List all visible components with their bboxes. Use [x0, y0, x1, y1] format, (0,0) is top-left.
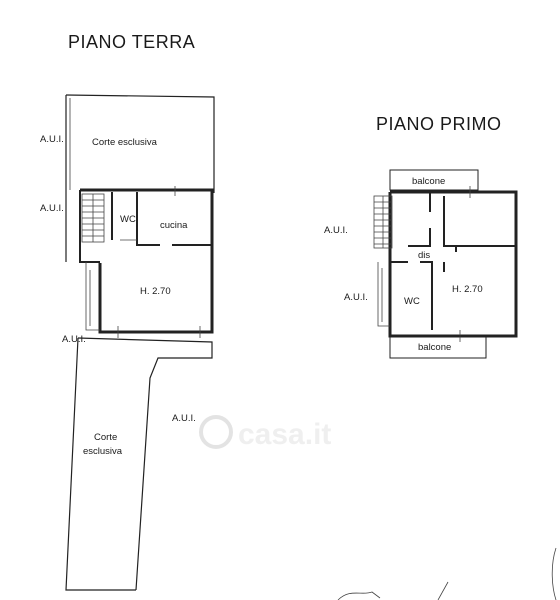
aui-ground-4: A.U.I. [172, 413, 196, 424]
first-floor-title: PIANO PRIMO [376, 114, 502, 134]
aui-ground-3: A.U.I. [62, 334, 86, 345]
wc-ground-label: WC [120, 214, 136, 225]
corte-top-label: Corte esclusiva [92, 137, 158, 148]
ground-side-strip [65, 193, 100, 331]
wc-first-label: WC [404, 296, 420, 307]
watermark-logo-icon [199, 415, 233, 449]
watermark: casa.it [199, 415, 331, 451]
signature-stroke [337, 591, 381, 600]
first-staircase [373, 195, 393, 327]
height-ground-label: H. 2.70 [140, 286, 171, 297]
aui-ground-2: A.U.I. [40, 203, 64, 214]
aui-first-1: A.U.I. [324, 225, 348, 236]
stamp-edge [551, 547, 557, 600]
height-first-label: H. 2.70 [452, 284, 483, 295]
balcone-bottom-label: balcone [418, 342, 451, 353]
balcone-top-label: balcone [412, 176, 445, 187]
first-house-walls [388, 186, 518, 342]
corte-bottom-label-1: Corte [94, 432, 117, 443]
aui-ground-1: A.U.I. [40, 134, 64, 145]
aui-first-2: A.U.I. [344, 292, 368, 303]
ground-corte-top [65, 94, 215, 193]
cucina-label: cucina [160, 220, 188, 231]
signature-stroke-2 [437, 581, 449, 600]
first-balcone-top [389, 169, 479, 191]
ground-floor-title: PIANO TERRA [68, 32, 195, 52]
ground-corte-bottom [65, 337, 213, 591]
ground-house-walls [79, 186, 214, 338]
first-balcone-bottom [389, 335, 487, 359]
corte-bottom-label-2: esclusiva [83, 446, 123, 457]
watermark-text: casa.it [238, 418, 331, 451]
ground-staircase [81, 193, 105, 243]
dis-label: dis [418, 250, 430, 261]
